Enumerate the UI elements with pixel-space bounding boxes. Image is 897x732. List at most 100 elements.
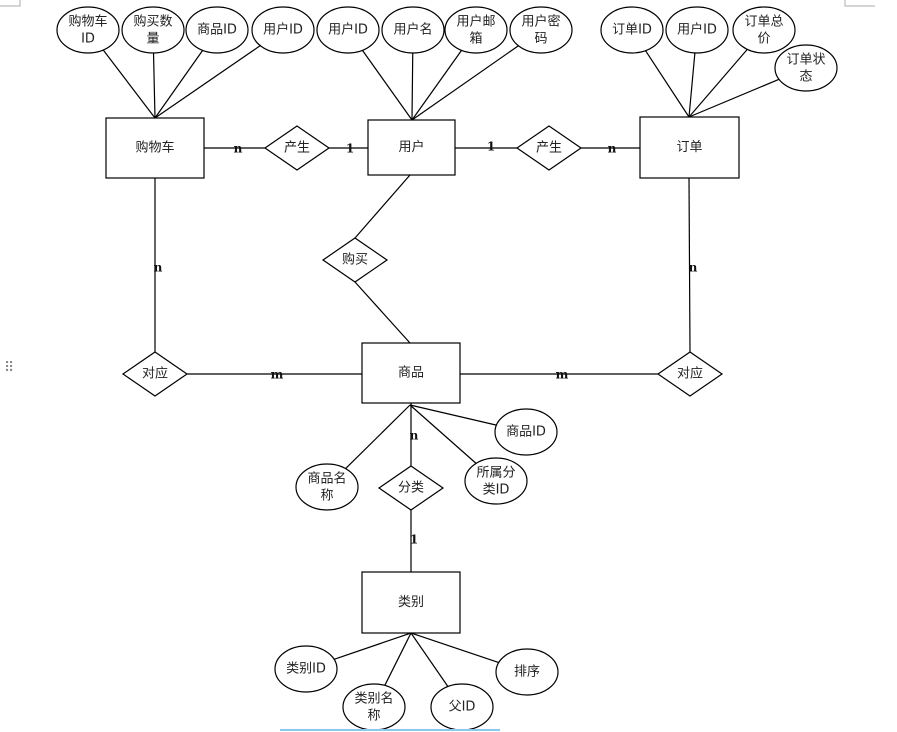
- attribute-label: 所属分: [476, 466, 515, 481]
- relationship-corr1[interactable]: 对应: [121, 351, 189, 397]
- attribute-label: 用户ID: [677, 22, 717, 38]
- connector-line: [409, 404, 477, 464]
- attribute-label: 订单ID: [612, 23, 652, 38]
- drag-handle-icon[interactable]: ⠿: [4, 360, 15, 376]
- connector-line: [411, 49, 463, 121]
- cardinality-label: 1: [410, 533, 418, 547]
- cardinality-label: n: [410, 429, 419, 443]
- attribute-label: 类ID: [483, 483, 510, 498]
- connector-line: [154, 50, 204, 119]
- attribute-label: 订单状: [786, 53, 825, 68]
- attribute-label: 称: [367, 709, 380, 724]
- attribute-label: 类别名: [354, 691, 393, 707]
- attribute-label: 类别ID: [286, 662, 326, 677]
- relationship-gen1[interactable]: 产生: [263, 125, 331, 171]
- connector-line: [410, 632, 499, 664]
- page-corner-mark: [844, 0, 875, 7]
- connector-line: [411, 45, 519, 121]
- attribute-label: 父ID: [449, 700, 476, 715]
- relationship-buy[interactable]: 购买: [321, 237, 389, 283]
- connector-line: [354, 174, 411, 239]
- connector-line: [361, 49, 413, 121]
- entity-label: 用户: [398, 139, 424, 155]
- attribute-a19[interactable]: 排序: [495, 648, 559, 696]
- cardinality-label: n: [234, 142, 243, 156]
- entity-label: 商品: [398, 366, 424, 381]
- entity-label: 类别: [398, 595, 424, 610]
- relationship-label: 对应: [677, 366, 703, 382]
- connector-line: [345, 404, 411, 470]
- cardinality-label: n: [608, 142, 617, 156]
- relationship-gen2[interactable]: 产生: [515, 125, 583, 171]
- attribute-label: 价: [757, 32, 770, 47]
- attribute-label: 商品ID: [506, 425, 546, 440]
- attribute-label: 用户名: [393, 22, 432, 38]
- relationship-label: 分类: [398, 481, 424, 496]
- attribute-a4[interactable]: 用户ID: [251, 6, 315, 54]
- connector-line: [688, 52, 696, 118]
- entity-label: 购物车: [135, 140, 174, 156]
- attribute-a16[interactable]: 类别ID: [274, 645, 338, 693]
- entity-product[interactable]: 商品: [361, 342, 461, 404]
- attribute-a10[interactable]: 用户ID: [665, 6, 729, 54]
- cardinality-label: m: [271, 368, 284, 382]
- connector-line: [688, 177, 691, 353]
- cardinality-label: n: [689, 261, 698, 275]
- connector-line: [154, 45, 261, 119]
- connector-line: [152, 52, 156, 119]
- relationship-label: 购买: [342, 252, 368, 268]
- relationship-label: 对应: [142, 366, 168, 382]
- connector-line: [410, 632, 449, 687]
- attribute-label: 量: [146, 32, 159, 47]
- relationship-corr2[interactable]: 对应: [656, 351, 724, 397]
- relationship-label: 产生: [284, 141, 310, 156]
- attribute-label: 用户邮: [456, 14, 495, 30]
- relationship-label: 产生: [536, 141, 562, 156]
- attribute-label: 购买数: [133, 14, 172, 30]
- attribute-label: 用户ID: [263, 22, 303, 38]
- attribute-label: 码: [534, 32, 547, 47]
- entity-user[interactable]: 用户: [367, 119, 456, 176]
- attribute-label: 订单总: [744, 15, 783, 30]
- attribute-a6[interactable]: 用户名: [381, 6, 445, 54]
- connector-line: [354, 281, 411, 344]
- attribute-label: 用户ID: [328, 22, 368, 38]
- connector-line: [411, 52, 414, 121]
- attribute-label: 箱: [469, 31, 482, 47]
- attribute-a9[interactable]: 订单ID: [600, 6, 664, 54]
- attribute-a18[interactable]: 父ID: [430, 683, 494, 731]
- relationship-classify[interactable]: 分类: [377, 465, 445, 511]
- cardinality-label: 1: [487, 140, 495, 154]
- attribute-label: 态: [799, 70, 812, 85]
- attribute-label: 商品ID: [197, 23, 237, 38]
- attribute-a3[interactable]: 商品ID: [185, 6, 249, 54]
- attribute-a5[interactable]: 用户ID: [316, 6, 380, 54]
- connector-line: [688, 78, 780, 118]
- attribute-a1[interactable]: 购物车 ID: [56, 6, 120, 54]
- cardinality-label: m: [556, 368, 569, 382]
- entity-category[interactable]: 类别: [361, 571, 461, 634]
- attribute-label: 用户密: [521, 14, 560, 30]
- connector-line: [333, 632, 412, 660]
- entity-label: 订单: [676, 140, 702, 155]
- connector-line: [384, 632, 412, 686]
- connector-line: [409, 404, 497, 426]
- connector-line: [102, 49, 156, 119]
- cardinality-label: 1: [346, 142, 354, 156]
- connector-line: [688, 48, 748, 118]
- attribute-a13[interactable]: 商品ID: [494, 408, 558, 456]
- cardinality-label: n: [154, 261, 163, 275]
- entity-cart[interactable]: 购物车: [105, 117, 205, 179]
- attribute-label: 购物车: [68, 14, 107, 30]
- entity-order[interactable]: 订单: [639, 116, 740, 179]
- attribute-label: ID: [81, 32, 95, 47]
